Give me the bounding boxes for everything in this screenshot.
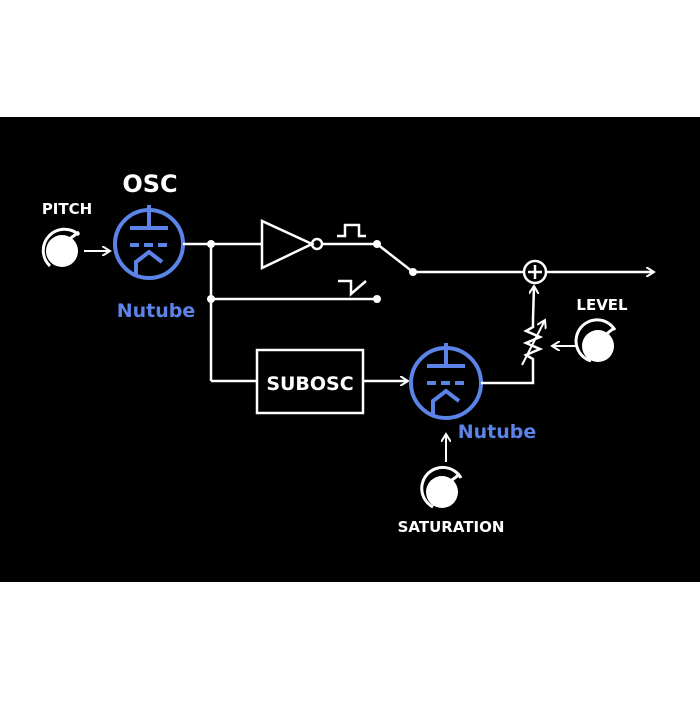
level-label: LEVEL — [576, 296, 628, 314]
switch-contact-saw — [373, 295, 381, 303]
osc-label: OSC — [122, 170, 177, 198]
knob-icon — [582, 330, 614, 362]
pot-to-mixer-arrow — [533, 286, 534, 320]
knob-icon — [426, 476, 458, 508]
knob-icon — [46, 235, 78, 267]
saturation-knob-arc-icon — [420, 465, 463, 509]
square-wave-icon — [337, 223, 366, 238]
tube-filament — [134, 249, 164, 276]
osc-nutube-label: Nutube — [117, 300, 196, 322]
level-potentiometer — [521, 319, 545, 366]
level-knob-arc-icon — [574, 318, 617, 363]
sub-output-wire — [481, 365, 535, 385]
tube-filament — [431, 388, 461, 416]
saturation-label: SATURATION — [398, 518, 505, 536]
sub-nutube-label: Nutube — [458, 421, 537, 443]
pitch-knob[interactable] — [41, 227, 81, 268]
inverter-triangle-icon — [260, 219, 315, 270]
sawtooth-wave-icon — [338, 279, 367, 297]
pitch-knob-arc-icon — [41, 227, 81, 268]
saturation-knob[interactable] — [420, 465, 463, 509]
switch-arm — [376, 243, 414, 273]
level-knob[interactable] — [574, 318, 617, 363]
subosc-label: SUBOSC — [266, 373, 353, 395]
osc-nutube-tube — [113, 205, 185, 280]
potentiometer-icon — [522, 319, 544, 365]
pot-wiper-arrow — [521, 320, 545, 366]
pitch-label: PITCH — [42, 200, 92, 218]
